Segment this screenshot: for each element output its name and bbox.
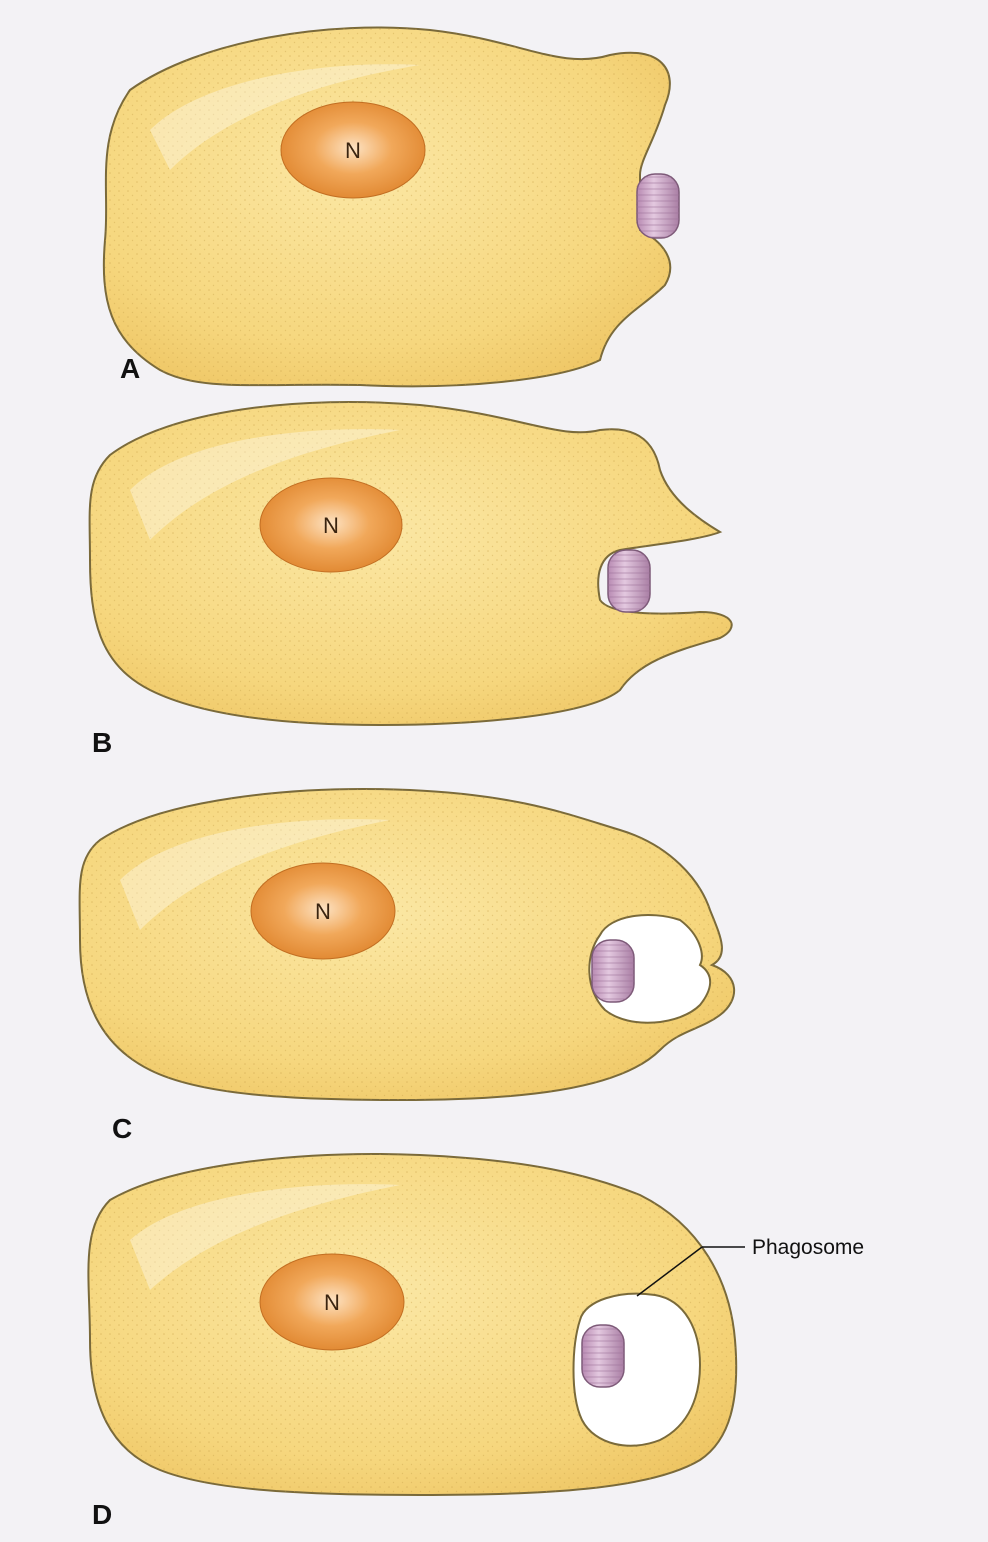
phagosome-label: Phagosome [752, 1236, 864, 1259]
cytoplasm-texture [104, 28, 670, 387]
panel-a: N A [104, 28, 679, 387]
panel-label: D [92, 1499, 112, 1530]
panel-label: C [112, 1113, 132, 1144]
bacterium [582, 1325, 624, 1387]
bacterium [592, 940, 634, 1002]
bacterium [637, 174, 679, 238]
bacterium [608, 550, 650, 612]
nucleus-label: N [324, 1290, 340, 1315]
nucleus-label: N [345, 138, 361, 163]
panel-label: A [120, 353, 140, 384]
nucleus-label: N [323, 513, 339, 538]
panel-label: B [92, 727, 112, 758]
nucleus-label: N [315, 899, 331, 924]
